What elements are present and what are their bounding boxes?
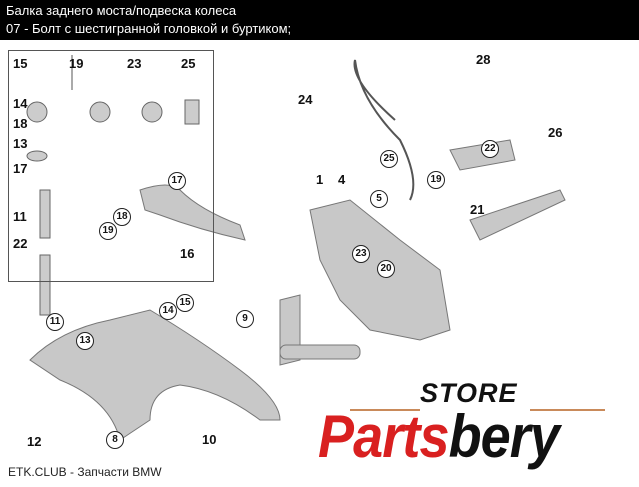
callout[interactable]: 17: [168, 172, 186, 190]
callout[interactable]: 14: [159, 302, 177, 320]
callout[interactable]: 28: [476, 52, 491, 67]
callout[interactable]: 18: [113, 208, 131, 226]
callout[interactable]: 8: [106, 431, 124, 449]
sensor-cable: [353, 59, 415, 201]
part-label: 17: [13, 161, 28, 176]
part-label: 13: [13, 136, 28, 151]
callout[interactable]: 15: [176, 294, 194, 312]
callout[interactable]: 21: [470, 202, 485, 217]
logo-line: [350, 409, 420, 411]
part-label: 19: [69, 56, 84, 71]
logo-line: [530, 409, 605, 411]
callout[interactable]: 10: [202, 432, 217, 447]
callout[interactable]: 26: [548, 125, 563, 140]
callout[interactable]: 11: [46, 313, 64, 331]
callout[interactable]: 25: [380, 150, 398, 168]
logo-brand-red: Parts: [318, 403, 449, 470]
callout[interactable]: 23: [352, 245, 370, 263]
logo-brand: Partsbery: [318, 402, 560, 471]
logo-store: STORE: [420, 378, 518, 408]
diagram-title: Балка заднего моста/подвеска колеса: [6, 3, 237, 18]
callout[interactable]: 19: [427, 171, 445, 189]
callout[interactable]: 9: [236, 310, 254, 328]
part-label: 25: [181, 56, 196, 71]
part-label: 14: [13, 96, 28, 111]
callout[interactable]: 19: [99, 222, 117, 240]
trailing-link: [469, 189, 566, 241]
header-bar: Балка заднего моста/подвеска колеса 07 -…: [0, 0, 639, 40]
part-label: 11: [13, 209, 27, 224]
lower-control-arm: [29, 309, 281, 441]
callout[interactable]: 12: [27, 434, 42, 449]
logo-brand-black: bery: [448, 403, 560, 470]
callout[interactable]: 20: [377, 260, 395, 278]
callout[interactable]: 4: [338, 172, 346, 187]
part-label: 15: [13, 56, 28, 71]
callout[interactable]: 5: [370, 190, 388, 208]
callout[interactable]: 1: [316, 172, 324, 187]
callout[interactable]: 16: [180, 246, 195, 261]
callout[interactable]: 13: [76, 332, 94, 350]
fasteners-panel: 15 19 23 25 14 18 13 17 11 22: [8, 50, 214, 282]
callout[interactable]: 24: [298, 92, 313, 107]
part-label: 23: [127, 56, 142, 71]
pin: [279, 344, 361, 360]
footer-text: ETK.CLUB - Запчасти BMW: [8, 465, 162, 479]
callout[interactable]: 22: [481, 140, 499, 158]
part-label: 22: [13, 236, 28, 251]
selected-part: 07 - Болт с шестигранной головкой и бурт…: [6, 21, 292, 36]
part-label: 18: [13, 116, 28, 131]
